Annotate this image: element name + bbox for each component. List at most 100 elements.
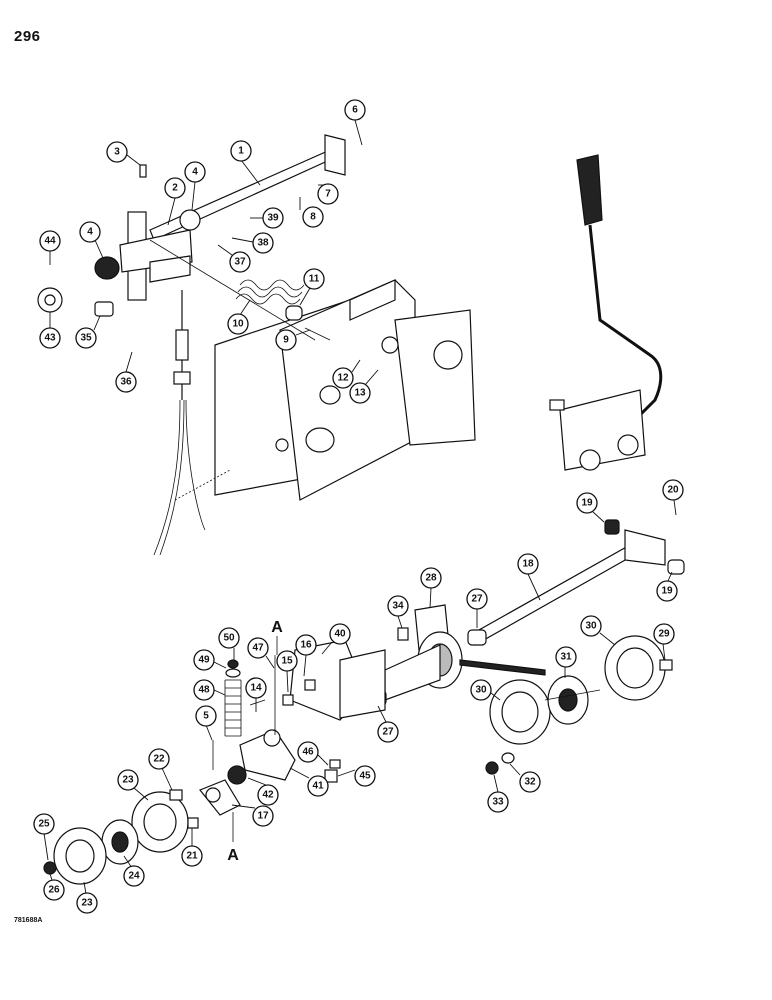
svg-text:50: 50 bbox=[223, 633, 235, 644]
svg-text:32: 32 bbox=[524, 777, 536, 788]
svg-text:44: 44 bbox=[44, 236, 56, 247]
svg-text:34: 34 bbox=[392, 601, 404, 612]
callout-24: 24 bbox=[123, 855, 145, 887]
callout-13: 13 bbox=[349, 369, 379, 404]
page-number: 296 bbox=[14, 28, 41, 45]
callout-18: 18 bbox=[517, 553, 541, 601]
svg-text:5: 5 bbox=[203, 711, 209, 722]
svg-text:16: 16 bbox=[300, 640, 312, 651]
callout-23a: 23 bbox=[117, 769, 149, 801]
callout-31: 31 bbox=[555, 646, 577, 678]
callout-layer: 1 2 3 4 4 6 7 8 39 38 37 44 43 35 36 10 … bbox=[33, 99, 684, 914]
callout-3: 3 bbox=[106, 141, 141, 166]
callout-47: 47 bbox=[247, 637, 275, 669]
callout-41: 41 bbox=[289, 767, 329, 797]
svg-text:29: 29 bbox=[658, 629, 670, 640]
callout-30b: 30 bbox=[470, 679, 501, 701]
svg-text:40: 40 bbox=[334, 629, 346, 640]
svg-text:30: 30 bbox=[585, 621, 597, 632]
callout-32: 32 bbox=[509, 763, 541, 793]
svg-text:23: 23 bbox=[81, 898, 93, 909]
svg-text:26: 26 bbox=[48, 885, 60, 896]
section-marker: A A bbox=[227, 619, 283, 864]
svg-text:39: 39 bbox=[267, 213, 279, 224]
callout-38: 38 bbox=[231, 232, 274, 254]
svg-text:48: 48 bbox=[198, 685, 210, 696]
svg-text:41: 41 bbox=[312, 781, 324, 792]
callout-37: 37 bbox=[217, 244, 251, 273]
callout-6: 6 bbox=[344, 99, 366, 146]
callout-27b: 27 bbox=[377, 705, 399, 743]
callout-26: 26 bbox=[43, 873, 65, 901]
svg-text:13: 13 bbox=[354, 388, 366, 399]
svg-text:12: 12 bbox=[337, 373, 349, 384]
svg-text:17: 17 bbox=[257, 811, 269, 822]
svg-text:27: 27 bbox=[471, 594, 483, 605]
svg-text:10: 10 bbox=[232, 319, 244, 330]
callout-39: 39 bbox=[250, 207, 284, 229]
svg-text:47: 47 bbox=[252, 643, 264, 654]
svg-text:21: 21 bbox=[186, 851, 198, 862]
callout-14: 14 bbox=[245, 677, 267, 712]
svg-text:31: 31 bbox=[560, 652, 572, 663]
svg-text:37: 37 bbox=[234, 257, 246, 268]
callout-23b: 23 bbox=[76, 881, 98, 914]
callout-1: 1 bbox=[230, 140, 261, 186]
svg-text:23: 23 bbox=[122, 775, 134, 786]
svg-text:33: 33 bbox=[492, 797, 504, 808]
bearing-right bbox=[485, 635, 673, 775]
svg-text:18: 18 bbox=[522, 559, 534, 570]
callout-2: 2 bbox=[164, 177, 186, 226]
pedal-shaft bbox=[37, 134, 346, 341]
spring-stack bbox=[224, 659, 242, 737]
svg-text:9: 9 bbox=[283, 335, 289, 346]
svg-text:24: 24 bbox=[128, 871, 140, 882]
callout-46: 46 bbox=[297, 741, 329, 766]
svg-text:25: 25 bbox=[38, 819, 50, 830]
svg-text:28: 28 bbox=[425, 573, 437, 584]
callout-40: 40 bbox=[321, 623, 351, 655]
callout-34: 34 bbox=[387, 595, 409, 629]
callout-16: 16 bbox=[295, 634, 317, 677]
callout-15: 15 bbox=[276, 650, 298, 693]
callout-21: 21 bbox=[181, 828, 203, 867]
svg-text:7: 7 bbox=[325, 189, 331, 200]
callout-17: 17 bbox=[231, 804, 274, 827]
svg-text:35: 35 bbox=[80, 333, 92, 344]
callout-4a: 4 bbox=[184, 161, 206, 211]
svg-text:1: 1 bbox=[238, 146, 244, 157]
callout-10: 10 bbox=[227, 299, 251, 335]
svg-text:8: 8 bbox=[310, 212, 316, 223]
section-label-bottom: A bbox=[227, 847, 239, 864]
callout-29: 29 bbox=[653, 623, 675, 661]
svg-text:43: 43 bbox=[44, 333, 56, 344]
callout-45: 45 bbox=[337, 765, 376, 787]
fasteners bbox=[282, 627, 409, 783]
svg-text:38: 38 bbox=[257, 238, 269, 249]
svg-text:3: 3 bbox=[114, 147, 120, 158]
svg-text:27: 27 bbox=[382, 727, 394, 738]
callout-5: 5 bbox=[195, 705, 217, 741]
svg-text:11: 11 bbox=[309, 274, 320, 285]
shift-lever bbox=[549, 154, 663, 471]
callout-44: 44 bbox=[39, 230, 61, 265]
callout-42: 42 bbox=[247, 777, 279, 806]
callout-12: 12 bbox=[332, 359, 361, 389]
control-cable bbox=[153, 290, 206, 556]
callout-20: 20 bbox=[662, 479, 684, 516]
svg-text:30: 30 bbox=[475, 685, 487, 696]
spring bbox=[235, 279, 331, 341]
callout-35: 35 bbox=[75, 315, 101, 349]
svg-text:19: 19 bbox=[581, 498, 593, 509]
callout-28: 28 bbox=[420, 567, 442, 609]
callout-19b: 19 bbox=[656, 571, 678, 602]
callout-33: 33 bbox=[487, 774, 509, 813]
callout-4b: 4 bbox=[79, 221, 104, 259]
svg-text:4: 4 bbox=[192, 167, 198, 178]
svg-text:6: 6 bbox=[352, 105, 358, 116]
callout-22: 22 bbox=[148, 748, 173, 791]
mounting-bracket bbox=[174, 279, 476, 501]
svg-text:22: 22 bbox=[153, 754, 165, 765]
callout-9: 9 bbox=[275, 329, 311, 351]
